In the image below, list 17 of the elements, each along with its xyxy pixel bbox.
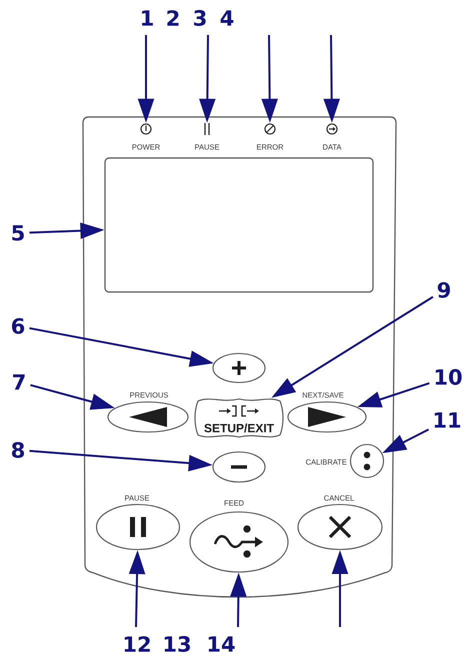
callout-number: 4 [220, 10, 234, 26]
callout-number: 12 [124, 636, 150, 652]
callout-number: 13 [164, 636, 190, 652]
control-panel [82, 116, 397, 598]
callout-number: 2 [167, 10, 178, 26]
callout-number: 10 [436, 369, 462, 385]
setup-exit-button: SETUP/EXIT [194, 398, 284, 438]
callout-number: 3 [194, 10, 206, 26]
callout-number: 5 [12, 225, 24, 241]
callout-number: 8 [12, 442, 24, 458]
display-screen [104, 157, 374, 293]
callout-number: 11 [434, 412, 460, 428]
callout-number: 14 [208, 636, 235, 652]
callout-number: 6 [12, 318, 24, 334]
callout-number: 7 [13, 374, 25, 390]
callout-number: 1 [142, 10, 153, 26]
callout-number: 9 [438, 282, 450, 298]
